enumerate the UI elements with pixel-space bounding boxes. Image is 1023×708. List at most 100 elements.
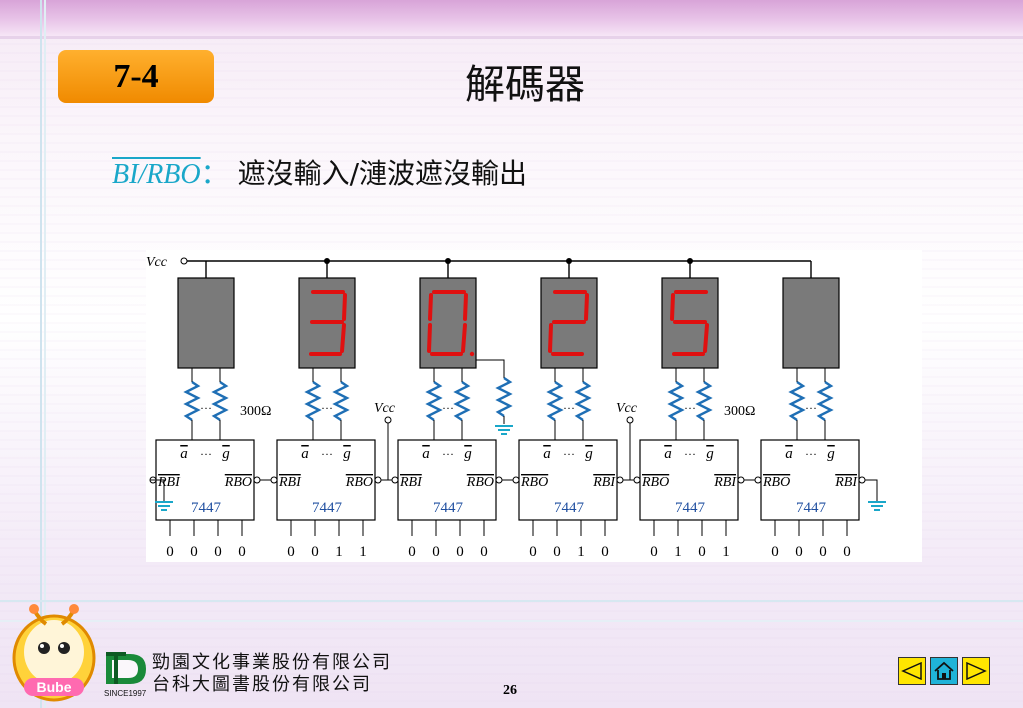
heading-text: 遮沒輸入/漣波遮沒輸出 (237, 157, 527, 190)
chip-name: 7447 (554, 500, 585, 516)
segment-c (703, 323, 709, 353)
previous-button[interactable] (898, 657, 926, 685)
chip-name: 7447 (312, 500, 343, 516)
segment-b (584, 293, 589, 321)
resistor-ellipsis: ··· (684, 401, 696, 415)
decoder-chip (639, 439, 739, 521)
side-bubble (495, 476, 503, 484)
decoder-chip (760, 439, 860, 521)
input-value: 0 (287, 544, 295, 560)
decor-vline (44, 0, 46, 708)
resistor (667, 381, 685, 421)
heading-signal: BI/RBO (112, 159, 201, 190)
mascot-icon: Bube (12, 604, 96, 702)
input-value: 0 (456, 544, 464, 560)
seven-segment-display (177, 277, 235, 369)
resistor (788, 381, 806, 421)
pin-label-g: g (706, 446, 714, 462)
pin-label-right: RBO (224, 475, 252, 490)
resistor (332, 381, 350, 421)
next-button[interactable] (962, 657, 990, 685)
input-value: 1 (335, 544, 343, 560)
top-band (0, 0, 1023, 36)
input-value: 0 (819, 544, 827, 560)
pin-label-right: RBI (592, 475, 616, 490)
side-bubble (616, 476, 624, 484)
pin-label-right: RBI (713, 475, 737, 490)
logo-icon (106, 652, 146, 684)
vcc-rbi-left-label: Vcc (374, 401, 396, 416)
segment-e (427, 323, 432, 353)
input-value: 0 (238, 544, 246, 560)
pin-label-g: g (464, 446, 472, 462)
pin-label-left: RBO (520, 475, 548, 490)
pin-ellipsis: ··· (805, 447, 817, 461)
input-value: 0 (166, 544, 174, 560)
pin-label-a: a (664, 446, 672, 462)
dp-wire (476, 359, 505, 378)
side-bubble (253, 476, 261, 484)
side-bubble (391, 476, 399, 484)
input-value: 0 (480, 544, 488, 560)
section-badge: 7-4 (58, 50, 214, 103)
pin-label-g: g (222, 446, 230, 462)
segment-f (670, 293, 675, 321)
vcc-label: Vcc (146, 255, 168, 270)
previous-arrow-icon (901, 662, 922, 680)
side-bubble (858, 476, 866, 484)
side-bubble (737, 476, 745, 484)
decor-vline (40, 0, 42, 708)
input-value: 0 (601, 544, 609, 560)
input-value: 0 (408, 544, 416, 560)
pin-label-a: a (543, 446, 551, 462)
resistor (453, 381, 471, 421)
segment-b (342, 293, 347, 321)
pin-label-left: RBI (157, 475, 181, 490)
decoder-chip (397, 439, 497, 521)
segment-c (461, 323, 467, 353)
pin-label-left: RBO (641, 475, 669, 490)
pin-label-g: g (827, 446, 835, 462)
pin-label-a: a (785, 446, 793, 462)
side-bubble (270, 476, 278, 484)
pin-label-right: RBI (834, 475, 858, 490)
side-bubble (754, 476, 762, 484)
pin-label-left: RBI (278, 475, 302, 490)
pin-label-a: a (422, 446, 430, 462)
company-line-1: 勁園文化事業股份有限公司 (152, 652, 392, 673)
section-label: 7-4 (113, 57, 159, 95)
pin-ellipsis: ··· (684, 447, 696, 461)
resistor (425, 381, 443, 421)
input-value: 0 (843, 544, 851, 560)
home-icon (934, 661, 954, 680)
bus-junction (566, 258, 572, 264)
resistor-value-label: 300Ω (240, 404, 271, 419)
top-divider (0, 36, 1023, 39)
input-value: 1 (722, 544, 730, 560)
chip-name: 7447 (675, 500, 706, 516)
pin-label-right: RBO (345, 475, 373, 490)
pin-label-right: RBO (466, 475, 494, 490)
decor-hline (0, 620, 1023, 622)
pin-ellipsis: ··· (200, 447, 212, 461)
slide-title: 解碼器 (465, 62, 585, 108)
vcc-rbi-right-terminal (626, 416, 634, 424)
resistor (304, 381, 322, 421)
decor-hline (0, 600, 1023, 602)
decoder-chip (518, 439, 618, 521)
heading-separator: ： (200, 157, 229, 190)
decimal-point (469, 351, 475, 357)
mascot-text: Bube (37, 679, 72, 695)
company-line-2: 台科大圖書股份有限公司 (152, 674, 372, 695)
since-label: SINCE1997 (104, 689, 147, 698)
pin-ellipsis: ··· (442, 447, 454, 461)
ground-wire-right (865, 479, 878, 502)
pin-label-g: g (585, 446, 593, 462)
home-button[interactable] (930, 657, 958, 685)
vcc-terminal (180, 257, 188, 265)
pin-ellipsis: ··· (321, 447, 333, 461)
chip-name: 7447 (191, 500, 222, 516)
input-value: 0 (529, 544, 537, 560)
resistor (546, 381, 564, 421)
